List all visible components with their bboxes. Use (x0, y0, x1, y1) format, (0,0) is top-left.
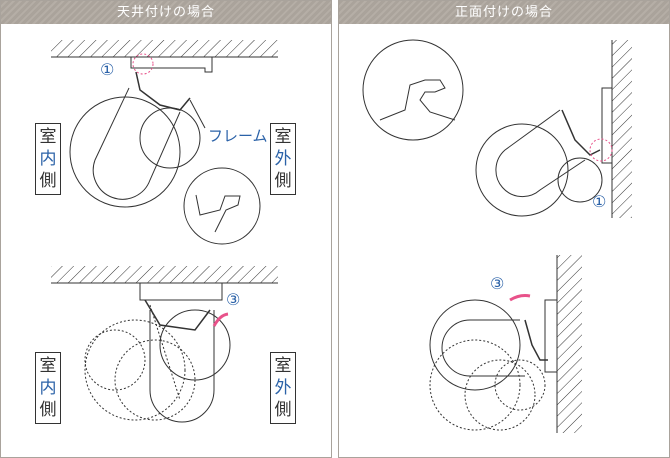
char: 側 (39, 171, 57, 191)
frame-label: フレーム (208, 127, 268, 145)
step-3-marker: ③ (490, 274, 505, 293)
char: 室 (39, 127, 57, 147)
ceiling-bottom (51, 266, 278, 423)
indoor-label: 室内側 (35, 352, 61, 424)
char: 側 (274, 171, 292, 191)
outdoor-label: 室外側 (270, 352, 296, 424)
step-1-marker: ① (592, 192, 607, 211)
char: 室 (274, 356, 292, 376)
wall-top (362, 39, 632, 218)
step-1-marker: ① (100, 60, 115, 79)
outdoor-label: 室外側 (270, 123, 296, 195)
detail-circle (183, 167, 261, 245)
rotate-arrow (212, 312, 229, 327)
char: 内 (39, 378, 57, 398)
rotate-arrow (509, 294, 531, 302)
ceiling-top (51, 40, 278, 245)
indoor-label: 室内側 (35, 123, 61, 195)
char: 側 (274, 400, 292, 420)
panel-title: 天井付けの場合 (1, 1, 331, 24)
char: 室 (274, 127, 292, 147)
char: 外 (274, 149, 292, 169)
char: 側 (39, 400, 57, 420)
char: 室 (39, 356, 57, 376)
step-3-marker: ③ (226, 290, 241, 309)
blind-roll-circle (69, 96, 181, 208)
panel-title: 正面付けの場合 (339, 1, 669, 24)
wall-bottom (429, 255, 582, 433)
char: 外 (274, 378, 292, 398)
char: 内 (39, 149, 57, 169)
